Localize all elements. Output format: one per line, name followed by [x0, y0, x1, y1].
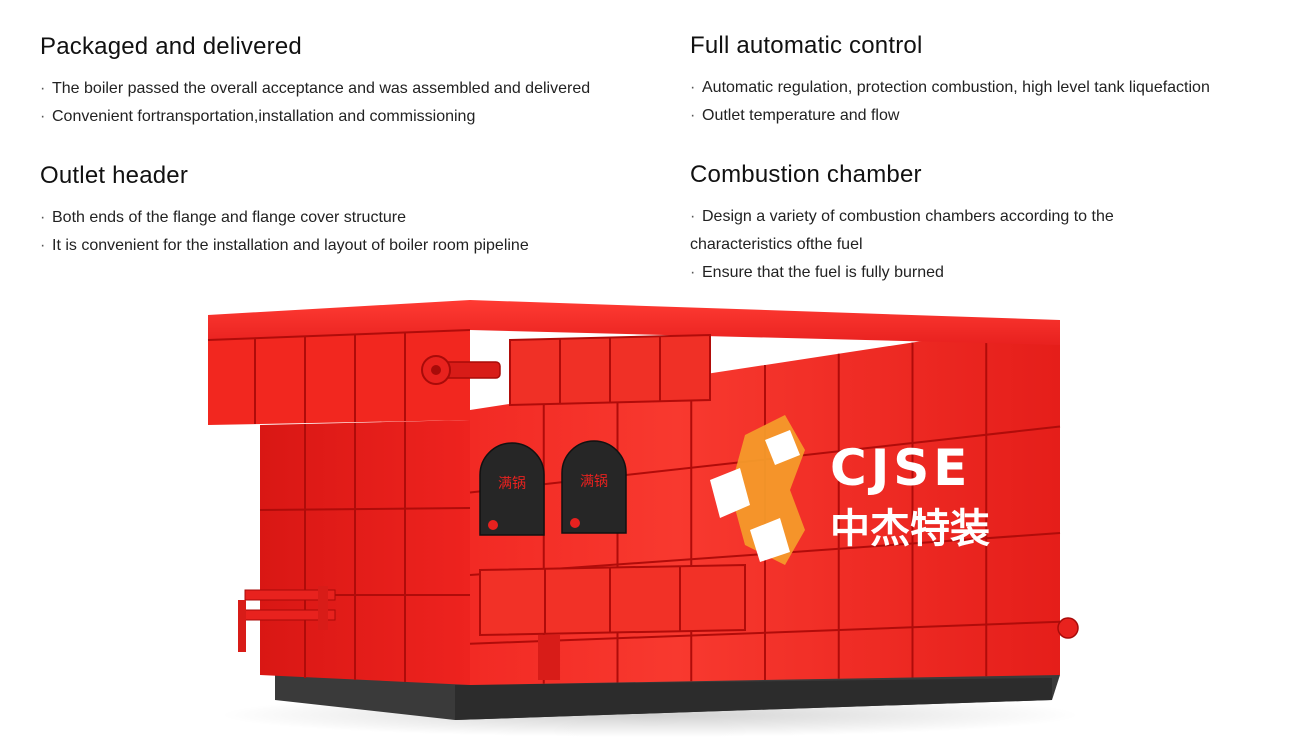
cjse-logo: CJSE 中杰特装: [710, 415, 990, 565]
burner-door-right: 满锅: [561, 440, 627, 534]
door-label: 满锅: [580, 474, 608, 490]
boiler-left-side: [260, 420, 470, 685]
logo-mark-white: [750, 518, 790, 562]
feature-bullet: ·Both ends of the flange and flange cove…: [40, 204, 640, 232]
boiler-illustration: 满锅 满锅 CJSE 中杰特装: [207, 300, 1080, 737]
bullet-marker: ·: [40, 108, 46, 125]
feature-full-automatic-control: Full automatic control ·Automatic regula…: [690, 32, 1285, 130]
boiler-top: [208, 300, 1060, 345]
bullet-marker: ·: [690, 208, 696, 225]
side-pipes: [238, 586, 1079, 652]
feature-bullets: ·Automatic regulation, protection combus…: [690, 74, 1285, 130]
lower-header-frame: [544, 566, 681, 634]
feature-title: Outlet header: [40, 162, 189, 189]
feature-bullets: ·The boiler passed the overall acceptanc…: [40, 75, 640, 131]
feature-bullet: ·Design a variety of combustion chambers…: [690, 203, 1160, 259]
feature-bullets: ·Both ends of the flange and flange cove…: [40, 204, 640, 260]
feature-outlet-header: Outlet header ·Both ends of the flange a…: [40, 162, 640, 260]
bullet-marker: ·: [690, 107, 696, 124]
feature-bullet: ·Automatic regulation, protection combus…: [690, 74, 1285, 102]
bullet-marker: ·: [690, 264, 696, 281]
header-support: [538, 635, 560, 680]
boiler-base-front: [455, 678, 1052, 720]
feature-bullet: ·Convenient fortransportation,installati…: [40, 103, 640, 131]
logo-mark-white: [765, 430, 800, 465]
feature-combustion-chamber: Combustion chamber ·Design a variety of …: [690, 161, 1160, 287]
feature-bullet: ·Outlet temperature and flow: [690, 102, 1285, 130]
bullet-marker: ·: [40, 80, 46, 97]
upper-pipe-box-frame: [559, 336, 661, 404]
feature-title: Packaged and delivered: [40, 33, 302, 60]
bullet-marker: ·: [40, 237, 46, 254]
feature-bullet: ·The boiler passed the overall acceptanc…: [40, 75, 640, 103]
logo-mark-white: [710, 468, 750, 518]
door-label: 满锅: [498, 476, 526, 492]
burner-door-left: 满锅: [479, 442, 545, 536]
feature-title: Full automatic control: [690, 32, 923, 59]
logo-text: CJSE: [830, 439, 971, 497]
canopy-frame: [207, 329, 471, 424]
feature-packaged-delivered: Packaged and delivered ·The boiler passe…: [40, 33, 640, 131]
bullet-marker: ·: [690, 79, 696, 96]
feature-bullet: ·It is convenient for the installation a…: [40, 232, 640, 260]
feature-title: Combustion chamber: [690, 161, 922, 188]
bullet-marker: ·: [40, 209, 46, 226]
logo-text-cn: 中杰特装: [830, 506, 990, 552]
outlet-flange-center: [431, 365, 441, 375]
feature-bullets: ·Design a variety of combustion chambers…: [690, 203, 1160, 287]
panel-divider: [469, 620, 1061, 645]
lower-header-box: [479, 563, 746, 637]
feature-bullet: ·Ensure that the fuel is fully burned: [690, 259, 1160, 287]
